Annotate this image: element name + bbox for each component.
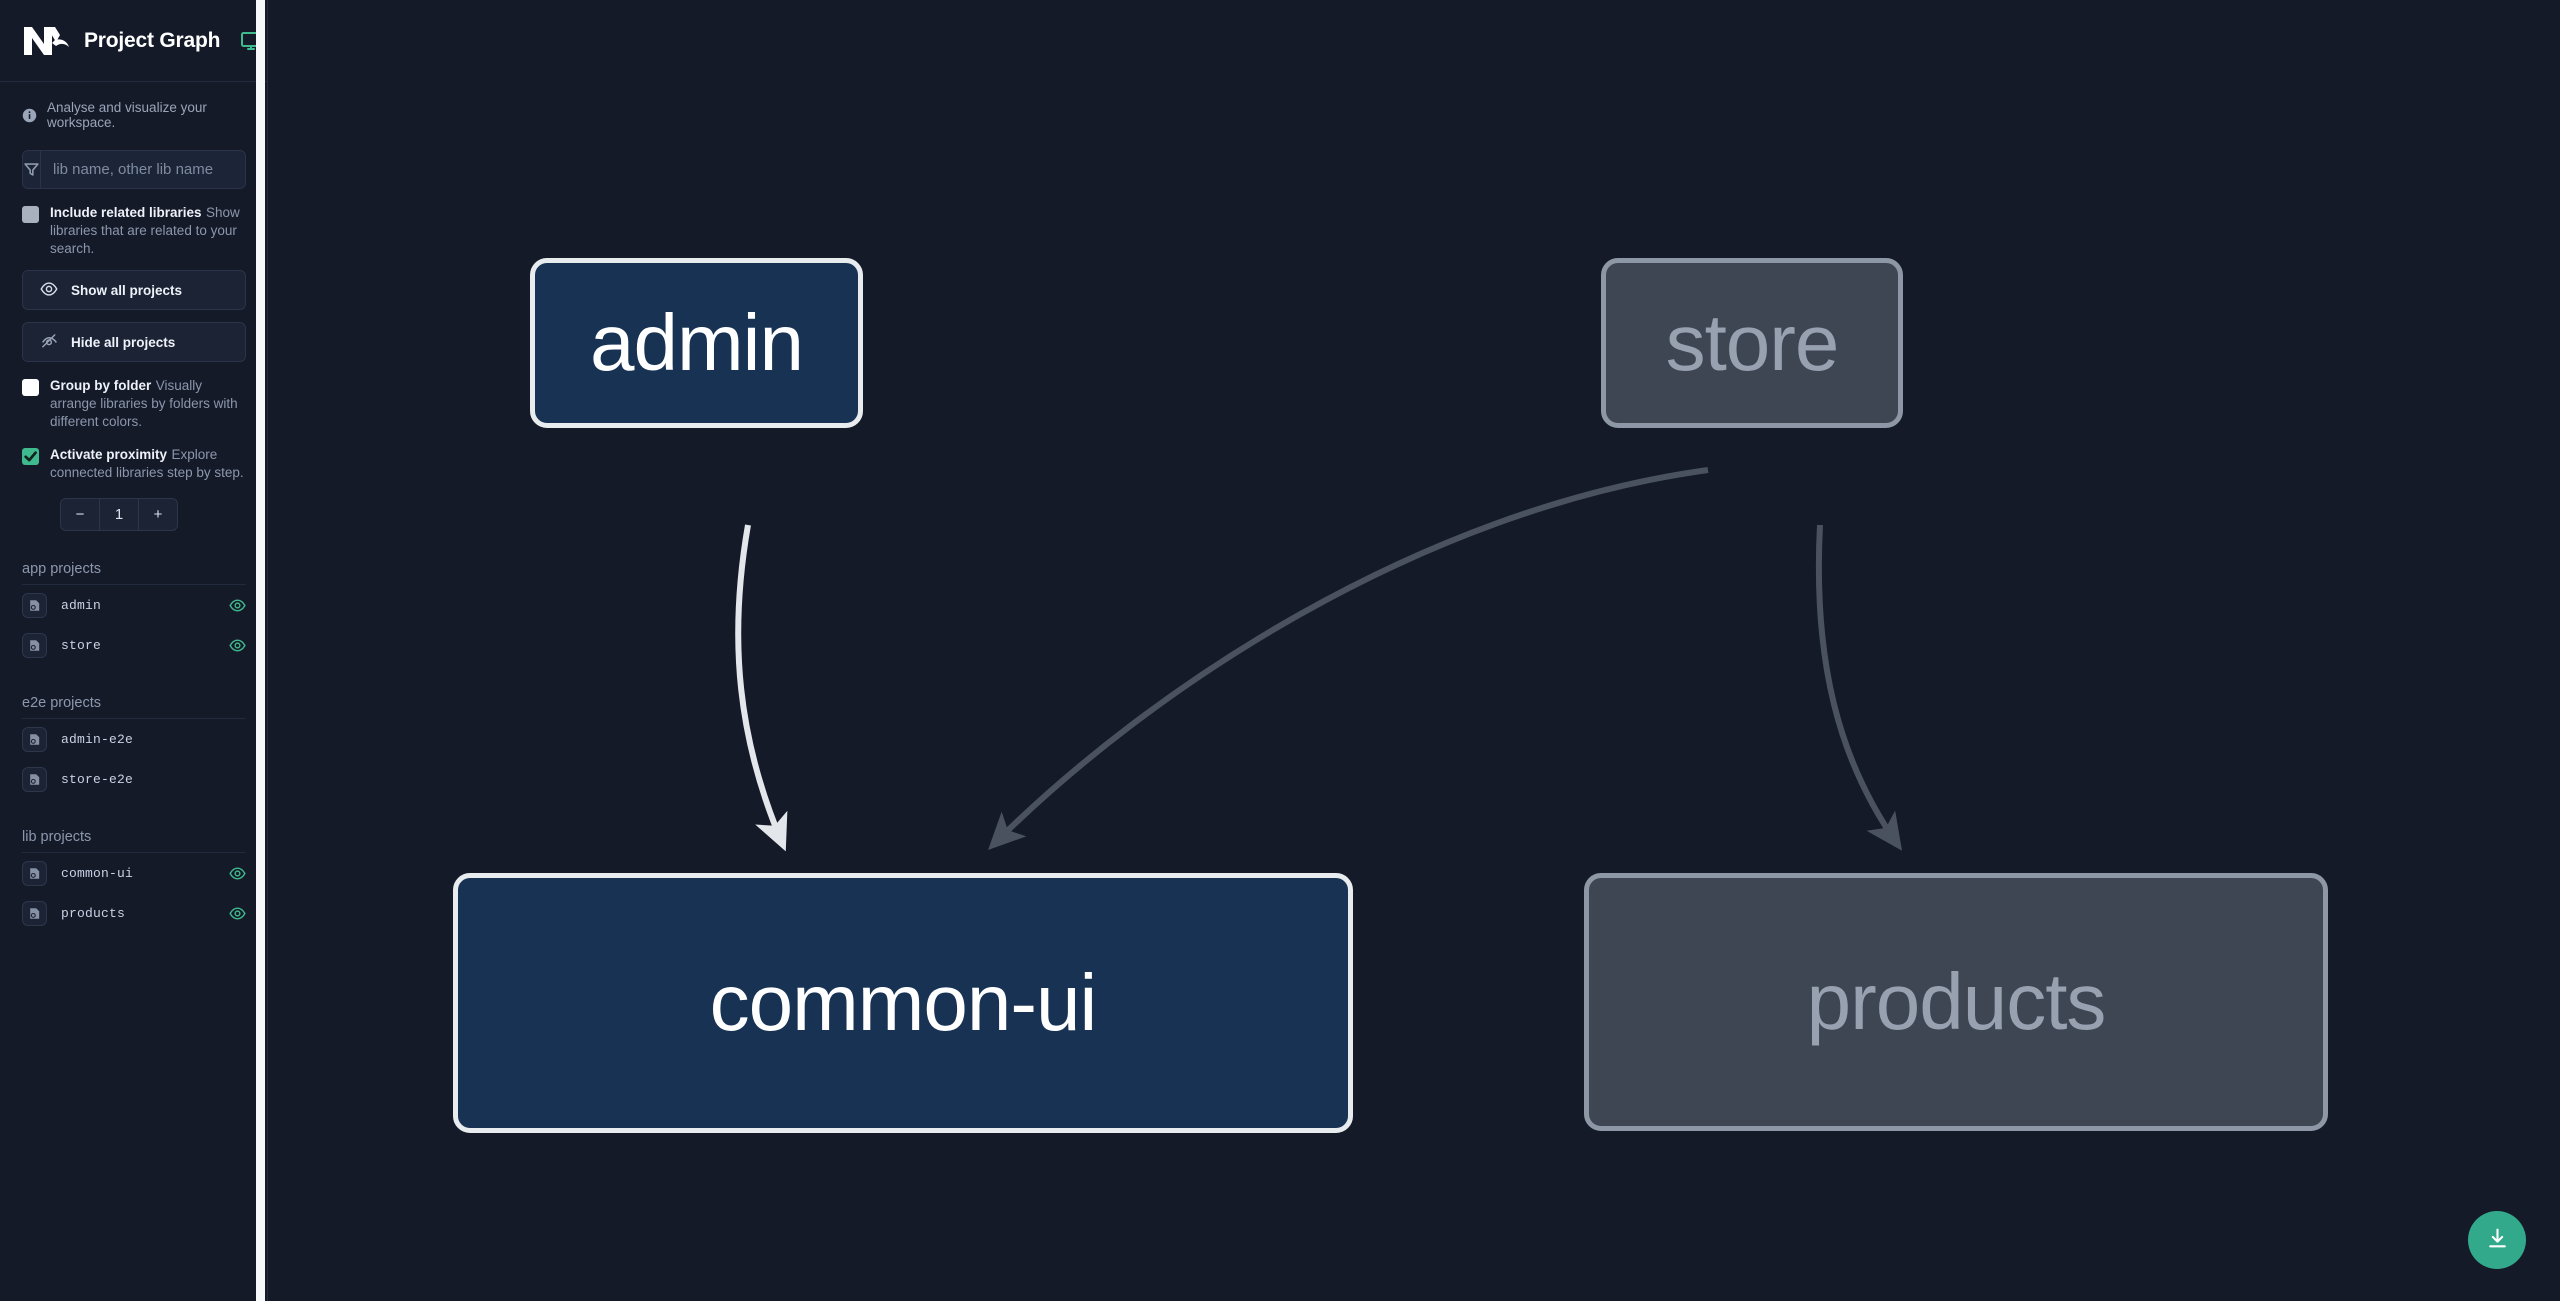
project-file-icon [22,632,47,658]
project-row-admin[interactable]: admin [22,585,246,625]
project-name: store [61,637,102,653]
project-name: admin-e2e [61,731,134,747]
project-file-icon [22,766,47,792]
download-graph-button[interactable] [2468,1211,2526,1269]
nx-logo [22,21,70,61]
proximity-stepper[interactable]: − 1 + [60,498,178,531]
project-file-icon [22,860,47,886]
project-file-icon [22,900,47,926]
edge-admin-to-common-ui [735,524,788,852]
project-visible-eye-icon[interactable] [229,637,246,654]
project-visible-eye-icon[interactable] [229,905,246,922]
project-name: products [61,905,126,921]
project-name: store-e2e [61,771,134,787]
project-row-common-ui[interactable]: common-ui [22,853,246,893]
project-row-store-e2e[interactable]: store-e2e [22,759,246,799]
proximity-decrement-button[interactable]: − [75,506,85,523]
eye-off-icon [40,332,58,353]
download-icon [2485,1226,2510,1254]
graph-edges [735,467,1903,852]
show-all-projects-label: Show all projects [71,282,183,298]
project-file-icon [22,592,47,618]
graph-node-label: products [1806,957,2107,1046]
option-description: Visually arrange libraries by folders wi… [50,378,238,429]
graph-canvas[interactable]: admin store common-ui products [268,0,2560,1301]
graph-node-label: admin [590,298,804,387]
option-group-by-folder[interactable]: Group by folder Visually arrange librari… [22,377,246,431]
option-description: Show libraries that are related to your … [50,205,240,256]
option-label: Include related libraries [50,205,202,220]
show-all-projects-button[interactable]: Show all projects [22,270,246,310]
group-by-folder-checkbox[interactable] [22,379,39,396]
sidebar-controls: Include related libraries Show libraries… [0,150,267,531]
option-label: Activate proximity [50,447,168,462]
sidebar-scrollbar[interactable] [256,0,265,1301]
graph-node-admin[interactable]: admin [530,258,863,428]
search-filter-row[interactable] [22,150,246,189]
graph-node-common-ui[interactable]: common-ui [453,873,1353,1133]
page-title: Project Graph [84,28,221,52]
project-row-admin-e2e[interactable]: admin-e2e [22,719,246,759]
project-name: common-ui [61,865,134,881]
graph-node-label: store [1665,298,1840,387]
eye-icon [40,280,58,301]
option-activate-proximity[interactable]: Activate proximity Explore connected lib… [22,446,246,482]
proximity-value: 1 [99,499,139,530]
group-title-e2e-projects: e2e projects [22,695,246,719]
tagline-text: Analyse and visualize your workspace. [47,100,207,130]
graph-node-store[interactable]: store [1601,258,1903,428]
sidebar-tagline: Analyse and visualize your workspace. [0,82,267,146]
proximity-increment-button[interactable]: + [153,506,163,523]
option-include-related-libraries[interactable]: Include related libraries Show libraries… [22,204,246,258]
group-title-lib-projects: lib projects [22,829,246,853]
group-title-app-projects: app projects [22,561,246,585]
hide-all-projects-button[interactable]: Hide all projects [22,322,246,362]
graph-node-products[interactable]: products [1584,873,2328,1131]
option-description: Explore connected libraries step by step… [50,447,244,480]
hide-all-projects-label: Hide all projects [71,334,176,350]
sidebar: Project Graph Analy [0,0,268,1301]
include-related-libraries-checkbox[interactable] [22,206,39,223]
project-visible-eye-icon[interactable] [229,865,246,882]
funnel-icon [23,151,41,188]
info-icon [22,108,37,123]
graph-node-label: common-ui [709,958,1098,1047]
project-file-icon [22,726,47,752]
sidebar-header: Project Graph [0,0,267,82]
project-name: admin [61,597,102,613]
project-visible-eye-icon[interactable] [229,597,246,614]
sidebar-scroll-area[interactable]: Project Graph Analy [0,0,267,1301]
option-label: Group by folder [50,378,152,393]
activate-proximity-checkbox[interactable] [22,448,39,465]
project-row-store[interactable]: store [22,625,246,665]
edge-store-to-common-ui [988,467,1709,850]
edge-store-to-products [1815,524,1903,851]
project-row-products[interactable]: products [22,893,246,933]
search-input[interactable] [41,151,245,188]
